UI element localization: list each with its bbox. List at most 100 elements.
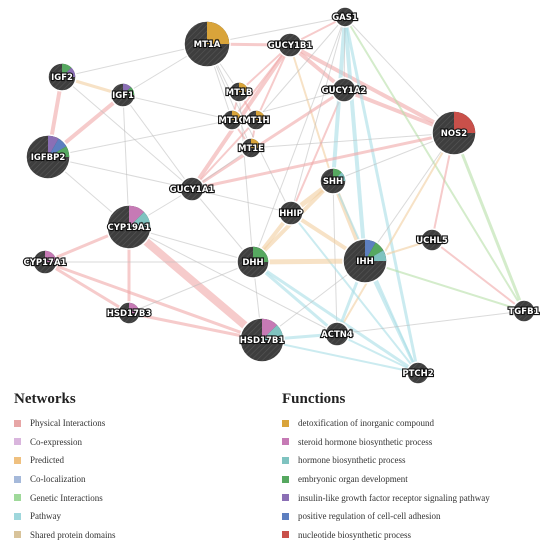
edge-gucy1a2-hhip — [290, 89, 345, 214]
node-label: GAS1 — [332, 13, 358, 23]
edge-nos2-ihh — [364, 132, 455, 262]
node-cyp17a1[interactable]: CYP17A1 — [22, 249, 68, 275]
node-circle — [277, 32, 303, 58]
node-cyp19a1[interactable]: CYP19A1 — [106, 204, 152, 250]
node-uchl5[interactable]: UCHL5 — [415, 228, 449, 252]
functions-legend-swatch — [282, 438, 289, 446]
node-nos2[interactable]: NOS2 — [431, 110, 477, 156]
edge-gas1-dhh — [252, 16, 346, 263]
node-label: MT1B — [226, 88, 253, 98]
node-hsd17b3[interactable]: HSD17B3 — [106, 301, 152, 325]
node-mt1b[interactable]: MT1B — [225, 81, 253, 103]
functions-legend-label: hormone biosynthetic process — [298, 455, 406, 466]
functions-legend-item: positive regulation of cell-cell adhesio… — [282, 507, 490, 526]
functions-legend-label: embryonic organ development — [298, 474, 408, 485]
functions-legend-item: hormone biosynthetic process — [282, 451, 490, 470]
functions-legend-item: detoxification of inorganic compound — [282, 414, 490, 433]
functions-legend-label: nucleotide biosynthetic process — [298, 529, 411, 540]
functions-legend-swatch — [282, 531, 289, 539]
edge-shh-actn4 — [332, 180, 338, 335]
edge-nos2-tgfb1 — [452, 132, 526, 312]
edge-cyp17a1-hsd17b3 — [44, 260, 130, 315]
node-hhip[interactable]: HHIP — [278, 200, 304, 226]
node-dhh[interactable]: DHH — [236, 245, 270, 279]
edge-uchl5-tgfb1 — [431, 239, 525, 312]
node-mt1h[interactable]: MT1H — [241, 109, 271, 131]
node-actn4[interactable]: ACTN4 — [320, 321, 354, 347]
node-label: PTCH2 — [402, 369, 433, 379]
edge-mt1h-gucy1a1 — [191, 119, 257, 190]
node-mt1g[interactable]: MT1G — [217, 109, 247, 131]
node-label: HSD17B1 — [240, 336, 285, 346]
edge-gucy1b1-mt1h — [255, 44, 291, 121]
networks-legend-item: Co-expression — [14, 433, 115, 452]
networks-legend-label: Predicted — [30, 455, 64, 466]
node-label: MT1E — [238, 144, 264, 154]
node-label: IGF1 — [112, 91, 134, 101]
functions-legend-label: detoxification of inorganic compound — [298, 418, 435, 429]
node-gucy1a1[interactable]: GUCY1A1 — [169, 176, 216, 202]
node-mt1a[interactable]: MT1A — [183, 20, 231, 68]
node-circle — [179, 176, 205, 202]
node-label: CYP19A1 — [108, 223, 151, 233]
networks-legend-label: Physical Interactions — [30, 418, 106, 429]
edge-igf2-gucy1a1 — [61, 76, 193, 190]
networks-legend-item: Physical Interactions — [14, 414, 115, 433]
edge-gucy1b1-nos2 — [289, 43, 455, 135]
node-function-wedge — [207, 21, 230, 44]
networks-legend-label: Shared protein domains — [30, 529, 116, 540]
functions-legend-item: steroid hormone biosynthetic process — [282, 433, 490, 452]
functions-legend-label: insulin-like growth factor receptor sign… — [298, 492, 490, 503]
node-gas1[interactable]: GAS1 — [331, 6, 359, 28]
node-igf2[interactable]: IGF2 — [47, 62, 77, 92]
functions-legend-items: detoxification of inorganic compound ster… — [282, 414, 490, 544]
node-label: TGFB1 — [509, 307, 540, 317]
node-function-wedge — [129, 302, 140, 313]
node-mt1e[interactable]: MT1E — [237, 137, 265, 159]
node-igf1[interactable]: IGF1 — [110, 82, 136, 108]
node-circle — [324, 321, 350, 347]
edge-dhh-actn4 — [252, 260, 338, 336]
node-tgfb1[interactable]: TGFB1 — [507, 299, 541, 323]
node-ptch2[interactable]: PTCH2 — [401, 361, 435, 384]
node-function-wedge — [129, 212, 151, 227]
node-label: SHH — [323, 177, 343, 187]
functions-legend-swatch — [282, 494, 289, 502]
edge-gas1-tgfb1 — [344, 16, 525, 312]
edge-gucy1a1-hhip — [191, 188, 292, 214]
node-igfbp2[interactable]: IGFBP2 — [25, 134, 71, 180]
node-label: MT1H — [242, 116, 269, 126]
node-label: CYP17A1 — [24, 258, 67, 268]
node-label: MT1G — [218, 116, 245, 126]
node-function-wedge — [239, 82, 249, 92]
node-function-wedge — [48, 138, 67, 157]
node-shh[interactable]: SHH — [319, 167, 347, 195]
edge-mt1a-hhip — [206, 43, 292, 214]
node-function-wedge — [129, 205, 144, 227]
functions-legend-label: steroid hormone biosynthetic process — [298, 436, 433, 447]
node-function-wedge — [333, 172, 346, 181]
edge-gucy1a2-gucy1a1 — [191, 88, 345, 191]
node-label: NOS2 — [441, 129, 467, 139]
networks-legend-item: Genetic Interactions — [14, 488, 115, 507]
functions-legend-item: embryonic organ development — [282, 470, 490, 489]
functions-legend-swatch — [282, 456, 289, 464]
functions-legend-item: insulin-like growth factor receptor sign… — [282, 488, 490, 507]
functions-legend-swatch — [282, 419, 289, 427]
networks-legend-label: Pathway — [30, 511, 61, 522]
node-gucy1b1[interactable]: GUCY1B1 — [267, 32, 313, 58]
node-hsd17b1[interactable]: HSD17B1 — [239, 317, 285, 363]
node-circle — [331, 77, 357, 103]
edge-gas1-ptch2 — [343, 16, 420, 374]
edge-hhip-ptch2 — [290, 212, 419, 374]
edge-actn4-tgfb1 — [336, 310, 525, 335]
node-gucy1a2[interactable]: GUCY1A2 — [321, 77, 368, 103]
functions-legend-label: positive regulation of cell-cell adhesio… — [298, 511, 441, 522]
node-function-wedge — [256, 110, 266, 120]
node-ihh[interactable]: IHH — [342, 238, 388, 284]
node-label: IGF2 — [51, 73, 73, 83]
networks-legend-swatch — [14, 456, 21, 464]
functions-legend-swatch — [282, 512, 289, 520]
